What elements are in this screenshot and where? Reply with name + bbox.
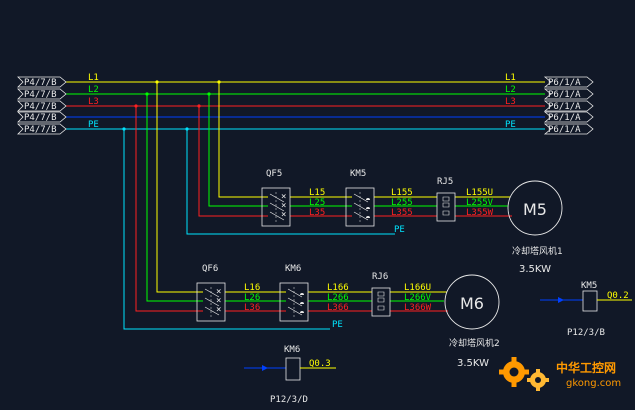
breaker-qf6-label: QF6: [202, 264, 218, 274]
left-ref-tag: P4/7/B: [17, 111, 67, 123]
branch2-wiring: [122, 80, 448, 330]
wire-label: L166: [327, 283, 349, 293]
bus-label-pe: PE: [88, 120, 99, 130]
bus-label-l2: L2: [88, 85, 99, 95]
bus-label-right-pe: PE: [505, 120, 516, 130]
gear-icon: [527, 369, 549, 391]
thermal-relay-rj6-label: RJ6: [372, 272, 388, 282]
contactor-km5: [345, 187, 375, 227]
wire-label: L35: [309, 208, 325, 218]
right-ref-label: P6/1/A: [548, 90, 581, 100]
motor-m5-label: M5: [523, 200, 547, 219]
left-reference-tags: P4/7/B P4/7/B P4/7/B P4/7/B P4/7/B: [17, 76, 67, 135]
left-ref-label: P4/7/B: [24, 78, 57, 88]
bus-label-right-l1: L1: [505, 73, 516, 83]
wire-label: L266V: [404, 293, 432, 303]
wire-label: L15: [309, 188, 325, 198]
thermal-relay-rj5: [436, 192, 456, 222]
coil-km5-symbol: [582, 290, 598, 312]
contactor-km5-label: KM5: [350, 169, 366, 179]
coil-km5-label: KM5: [581, 281, 597, 291]
coil-km5-rung: [540, 290, 632, 312]
bus-label-l3: L3: [88, 97, 99, 107]
breaker-qf5-label: QF5: [266, 169, 282, 179]
coil-km5-address: Q0.2: [607, 291, 629, 301]
wire-label: L25: [309, 198, 325, 208]
wire-label: L355: [391, 208, 413, 218]
motor-m6-power: 3.5KW: [457, 358, 489, 369]
right-ref-tag: P6/1/A: [543, 111, 594, 123]
bus-label-l1: L1: [88, 73, 99, 83]
coil-km6-label: KM6: [284, 345, 300, 355]
wire-label-pe: PE: [332, 320, 343, 330]
svg-text:×: ×: [281, 210, 286, 220]
svg-text:×: ×: [216, 296, 221, 306]
left-ref-label: P4/7/B: [24, 113, 57, 123]
right-ref-tag: P6/1/A: [543, 100, 594, 112]
breaker-qf5: × × ×: [261, 187, 291, 227]
motor-m5-symbol: [507, 180, 563, 236]
wire-label: L26: [244, 293, 260, 303]
coil-km6-rung: [244, 357, 336, 381]
left-ref-tag: P4/7/B: [17, 76, 67, 88]
wire-label: L155: [391, 188, 413, 198]
contactor-km6: [279, 282, 309, 322]
coil-km6-ref: P12/3/D: [270, 395, 308, 405]
right-ref-label: P6/1/A: [548, 113, 581, 123]
left-ref-label: P4/7/B: [24, 102, 57, 112]
watermark-title: 中华工控网: [556, 360, 616, 375]
bus-label-right-l2: L2: [505, 85, 516, 95]
right-ref-label: P6/1/A: [548, 102, 581, 112]
wire-label: L366W: [404, 303, 432, 313]
svg-text:×: ×: [281, 201, 286, 211]
gear-icon: [499, 357, 529, 387]
branch1-wiring: [185, 80, 512, 235]
motor-m6-symbol: [444, 274, 500, 330]
wire-label: L366: [327, 303, 349, 313]
wire-label: L266: [327, 293, 349, 303]
contactor-km6-label: KM6: [285, 264, 301, 274]
wire-label: L255V: [466, 198, 494, 208]
wire-label: L355W: [466, 208, 494, 218]
wire-label: L166U: [404, 283, 431, 293]
motor-m6-name: 冷却塔风机2: [449, 337, 500, 349]
left-ref-tag: P4/7/B: [17, 88, 67, 100]
thermal-relay-rj6: [371, 287, 391, 317]
svg-text:×: ×: [216, 287, 221, 297]
svg-text:×: ×: [281, 192, 286, 202]
svg-text:×: ×: [216, 305, 221, 315]
motor-m6-label: M6: [460, 294, 484, 313]
wire-label: L16: [244, 283, 260, 293]
breaker-qf6: × × ×: [196, 282, 226, 322]
motor-m5-name: 冷却塔风机1: [512, 245, 563, 257]
left-ref-label: P4/7/B: [24, 90, 57, 100]
right-ref-tag: P6/1/A: [543, 88, 594, 100]
right-ref-tag: P6/1/A: [543, 76, 594, 88]
wire-label: L36: [244, 303, 260, 313]
coil-km6-address: Q0.3: [309, 359, 331, 369]
right-ref-tag: P6/1/A: [543, 123, 594, 135]
watermark: 中华工控网 gkong.com: [499, 357, 621, 391]
right-reference-tags: P6/1/A P6/1/A P6/1/A P6/1/A P6/1/A: [543, 76, 594, 135]
thermal-relay-rj5-label: RJ5: [437, 177, 453, 187]
coil-km6-symbol: [285, 357, 301, 381]
right-ref-label: P6/1/A: [548, 125, 581, 135]
bus-label-right-l3: L3: [505, 97, 516, 107]
wire-label: L155U: [466, 188, 493, 198]
watermark-url: gkong.com: [566, 378, 621, 389]
wire-label: L255: [391, 198, 413, 208]
left-ref-label: P4/7/B: [24, 125, 57, 135]
wire-label-pe: PE: [394, 225, 405, 235]
right-ref-label: P6/1/A: [548, 78, 581, 88]
motor-m5-power: 3.5KW: [519, 264, 551, 275]
coil-km5-ref: P12/3/B: [567, 328, 605, 338]
left-ref-tag: P4/7/B: [17, 123, 67, 135]
left-ref-tag: P4/7/B: [17, 100, 67, 112]
